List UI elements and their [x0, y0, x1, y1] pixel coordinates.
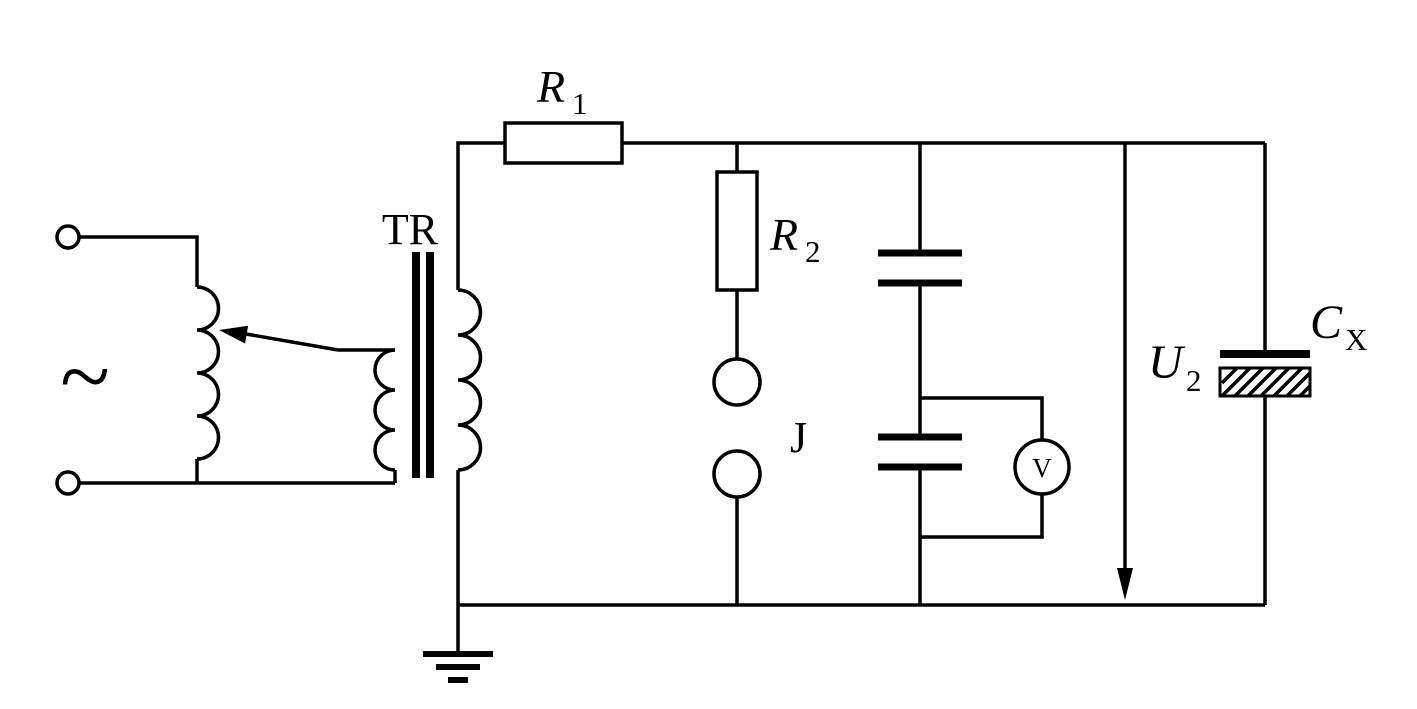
- r1-label-subscript: 1: [572, 86, 588, 121]
- divider-capacitor-bottom: [878, 433, 962, 471]
- u2-label: U: [1148, 336, 1186, 389]
- wiper-arrow-shaft: [245, 332, 339, 352]
- voltmeter-label: V: [1032, 453, 1052, 483]
- wiper-arrow: [219, 325, 395, 352]
- ground-symbol: [423, 605, 493, 683]
- wire-source-top: [79, 235, 199, 287]
- spark-gap: [712, 357, 762, 499]
- wire-source-bottom: [79, 459, 397, 485]
- test-capacitor-cx: [1218, 350, 1312, 398]
- resistor-r2: [715, 170, 759, 292]
- wire-voltmeter-taps: [920, 396, 1044, 539]
- transformer-secondary-winding: [457, 288, 483, 472]
- wiper-arrowhead-icon: [219, 325, 249, 344]
- r2-label-subscript: 2: [805, 234, 821, 269]
- wire-secondary-to-r1: [456, 141, 505, 290]
- r2-label: R: [769, 209, 798, 260]
- spark-gap-ball-bottom: [712, 449, 762, 499]
- source-terminal-top: [55, 224, 81, 250]
- r1-label: R: [536, 61, 565, 112]
- cx-label-subscript: X: [1345, 322, 1367, 357]
- cx-label: C: [1310, 296, 1343, 349]
- transformer-label: TR: [382, 205, 439, 254]
- ac-source-label: ~: [60, 325, 110, 427]
- spark-gap-label: J: [790, 413, 807, 462]
- voltmeter: [1013, 438, 1071, 496]
- divider-capacitor-top: [878, 249, 962, 287]
- variac-winding: [196, 285, 221, 461]
- spark-gap-ball-top: [712, 357, 762, 407]
- resistor-r1: [503, 121, 624, 165]
- source-terminal-bottom: [55, 470, 81, 496]
- transformer-core: [412, 252, 434, 478]
- cx-hatch-lines: [1220, 366, 1312, 398]
- transformer-primary-winding: [373, 348, 396, 472]
- u2-arrowhead-icon: [1117, 568, 1133, 600]
- u2-voltage-arrow: [1117, 143, 1133, 600]
- cx-plate-hatched: [1218, 366, 1312, 398]
- u2-label-subscript: 2: [1186, 363, 1202, 398]
